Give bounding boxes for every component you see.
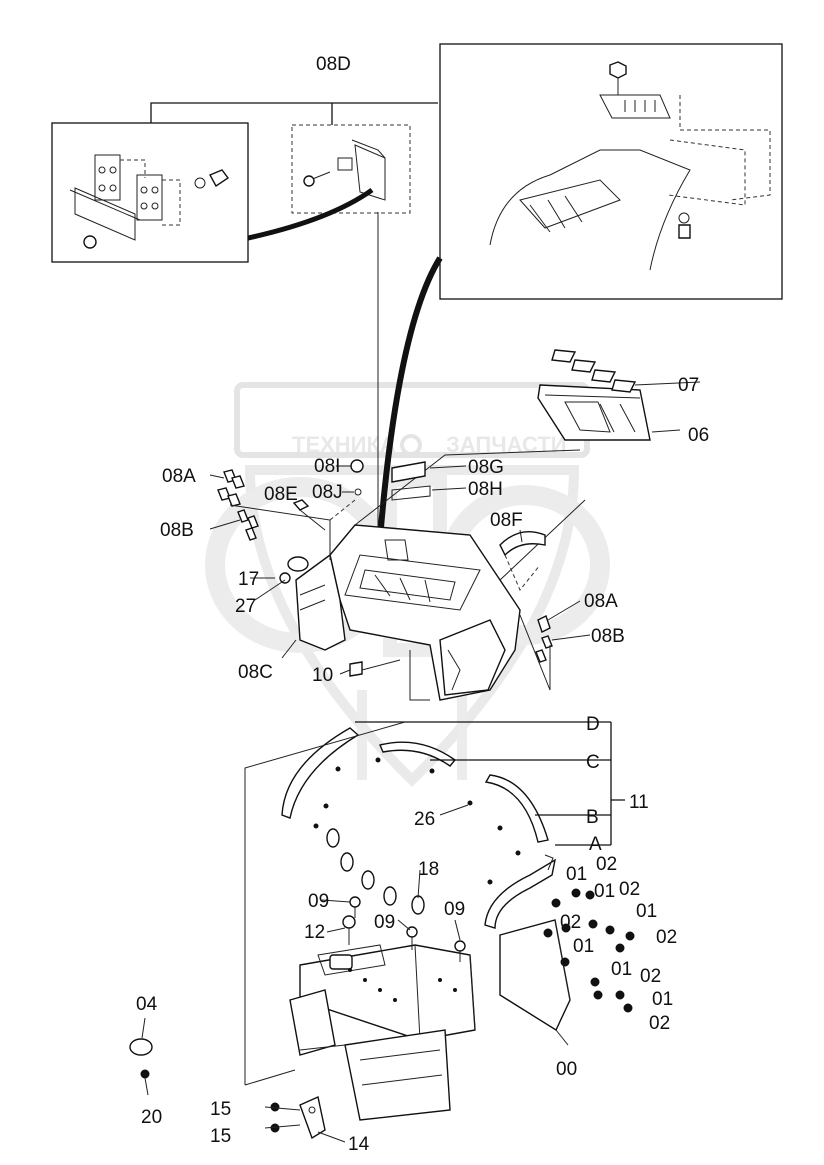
label-D: D [586, 714, 600, 735]
label-09-a: 09 [308, 891, 329, 912]
label-14: 14 [348, 1134, 370, 1155]
fasteners-field [313, 757, 521, 915]
label-08I: 08I [314, 456, 340, 477]
callout-labels: 08D 07 06 08A 08E 08B 08I 08J 08G 08H 08… [136, 54, 709, 1155]
label-27: 27 [235, 596, 256, 617]
label-r02-b: 02 [619, 879, 640, 900]
part-14-bracket [264, 1096, 346, 1143]
label-11: 11 [629, 792, 649, 813]
label-08C: 08C [238, 662, 273, 683]
label-r02-f: 02 [649, 1013, 670, 1034]
panel-fasteners [543, 888, 635, 1013]
label-r02-a: 02 [596, 854, 617, 875]
label-04: 04 [136, 994, 158, 1015]
label-09-b: 09 [374, 912, 395, 933]
label-08J: 08J [312, 482, 343, 503]
label-08B-right: 08B [591, 626, 625, 647]
label-17: 17 [238, 569, 259, 590]
label-r02-e: 02 [640, 966, 661, 987]
inset-left-hinge [69, 154, 230, 249]
label-15-a: 15 [210, 1099, 231, 1120]
inset-left-frame [51, 122, 249, 263]
inset-right-cover [489, 61, 771, 271]
watermark-left-text: ТЕХНИКА [292, 432, 396, 457]
part-11-rails [281, 727, 556, 929]
label-08F: 08F [490, 510, 523, 531]
label-09-c: 09 [444, 899, 465, 920]
label-26: 26 [414, 809, 435, 830]
label-07: 07 [678, 375, 699, 396]
label-C: C [586, 752, 600, 773]
label-08E: 08E [264, 484, 298, 505]
label-r02-d: 02 [656, 927, 677, 948]
label-00: 00 [556, 1059, 577, 1080]
part-04-cap [129, 1017, 153, 1056]
label-r01-c: 01 [636, 901, 657, 922]
gear-icon [400, 434, 422, 456]
label-r02-c: 02 [560, 912, 581, 933]
base-frame [289, 944, 476, 1121]
label-20: 20 [141, 1107, 162, 1128]
inset-middle-frame [291, 124, 411, 214]
label-06: 06 [688, 425, 709, 446]
part-08-console [295, 449, 586, 701]
leader-lines [209, 465, 591, 1046]
label-08B-left: 08B [160, 520, 194, 541]
part-20-plug [140, 1069, 150, 1096]
small-parts-left [217, 459, 553, 691]
label-08H: 08H [468, 479, 503, 500]
label-r01-a: 01 [566, 864, 587, 885]
label-08A-left: 08A [162, 466, 196, 487]
label-r01-e: 01 [611, 959, 632, 980]
label-r01-b: 01 [594, 881, 615, 902]
label-B: B [586, 807, 599, 828]
label-12: 12 [304, 922, 325, 943]
label-r01-d: 01 [573, 936, 594, 957]
watermark-right-text: ЗАПЧАСТИ [446, 432, 567, 457]
part-00-panel [499, 919, 571, 1032]
label-08D: 08D [316, 54, 351, 75]
bolts [342, 896, 466, 962]
label-A: A [589, 834, 602, 855]
label-15-b: 15 [210, 1126, 231, 1147]
label-08A-right: 08A [584, 591, 618, 612]
part-06-cover [537, 349, 651, 441]
label-10: 10 [312, 665, 333, 686]
inset-middle-clip [303, 139, 386, 201]
label-18: 18 [418, 859, 439, 880]
label-08G: 08G [468, 457, 504, 478]
label-r01-f: 01 [652, 989, 673, 1010]
inset-right-frame [439, 43, 783, 300]
